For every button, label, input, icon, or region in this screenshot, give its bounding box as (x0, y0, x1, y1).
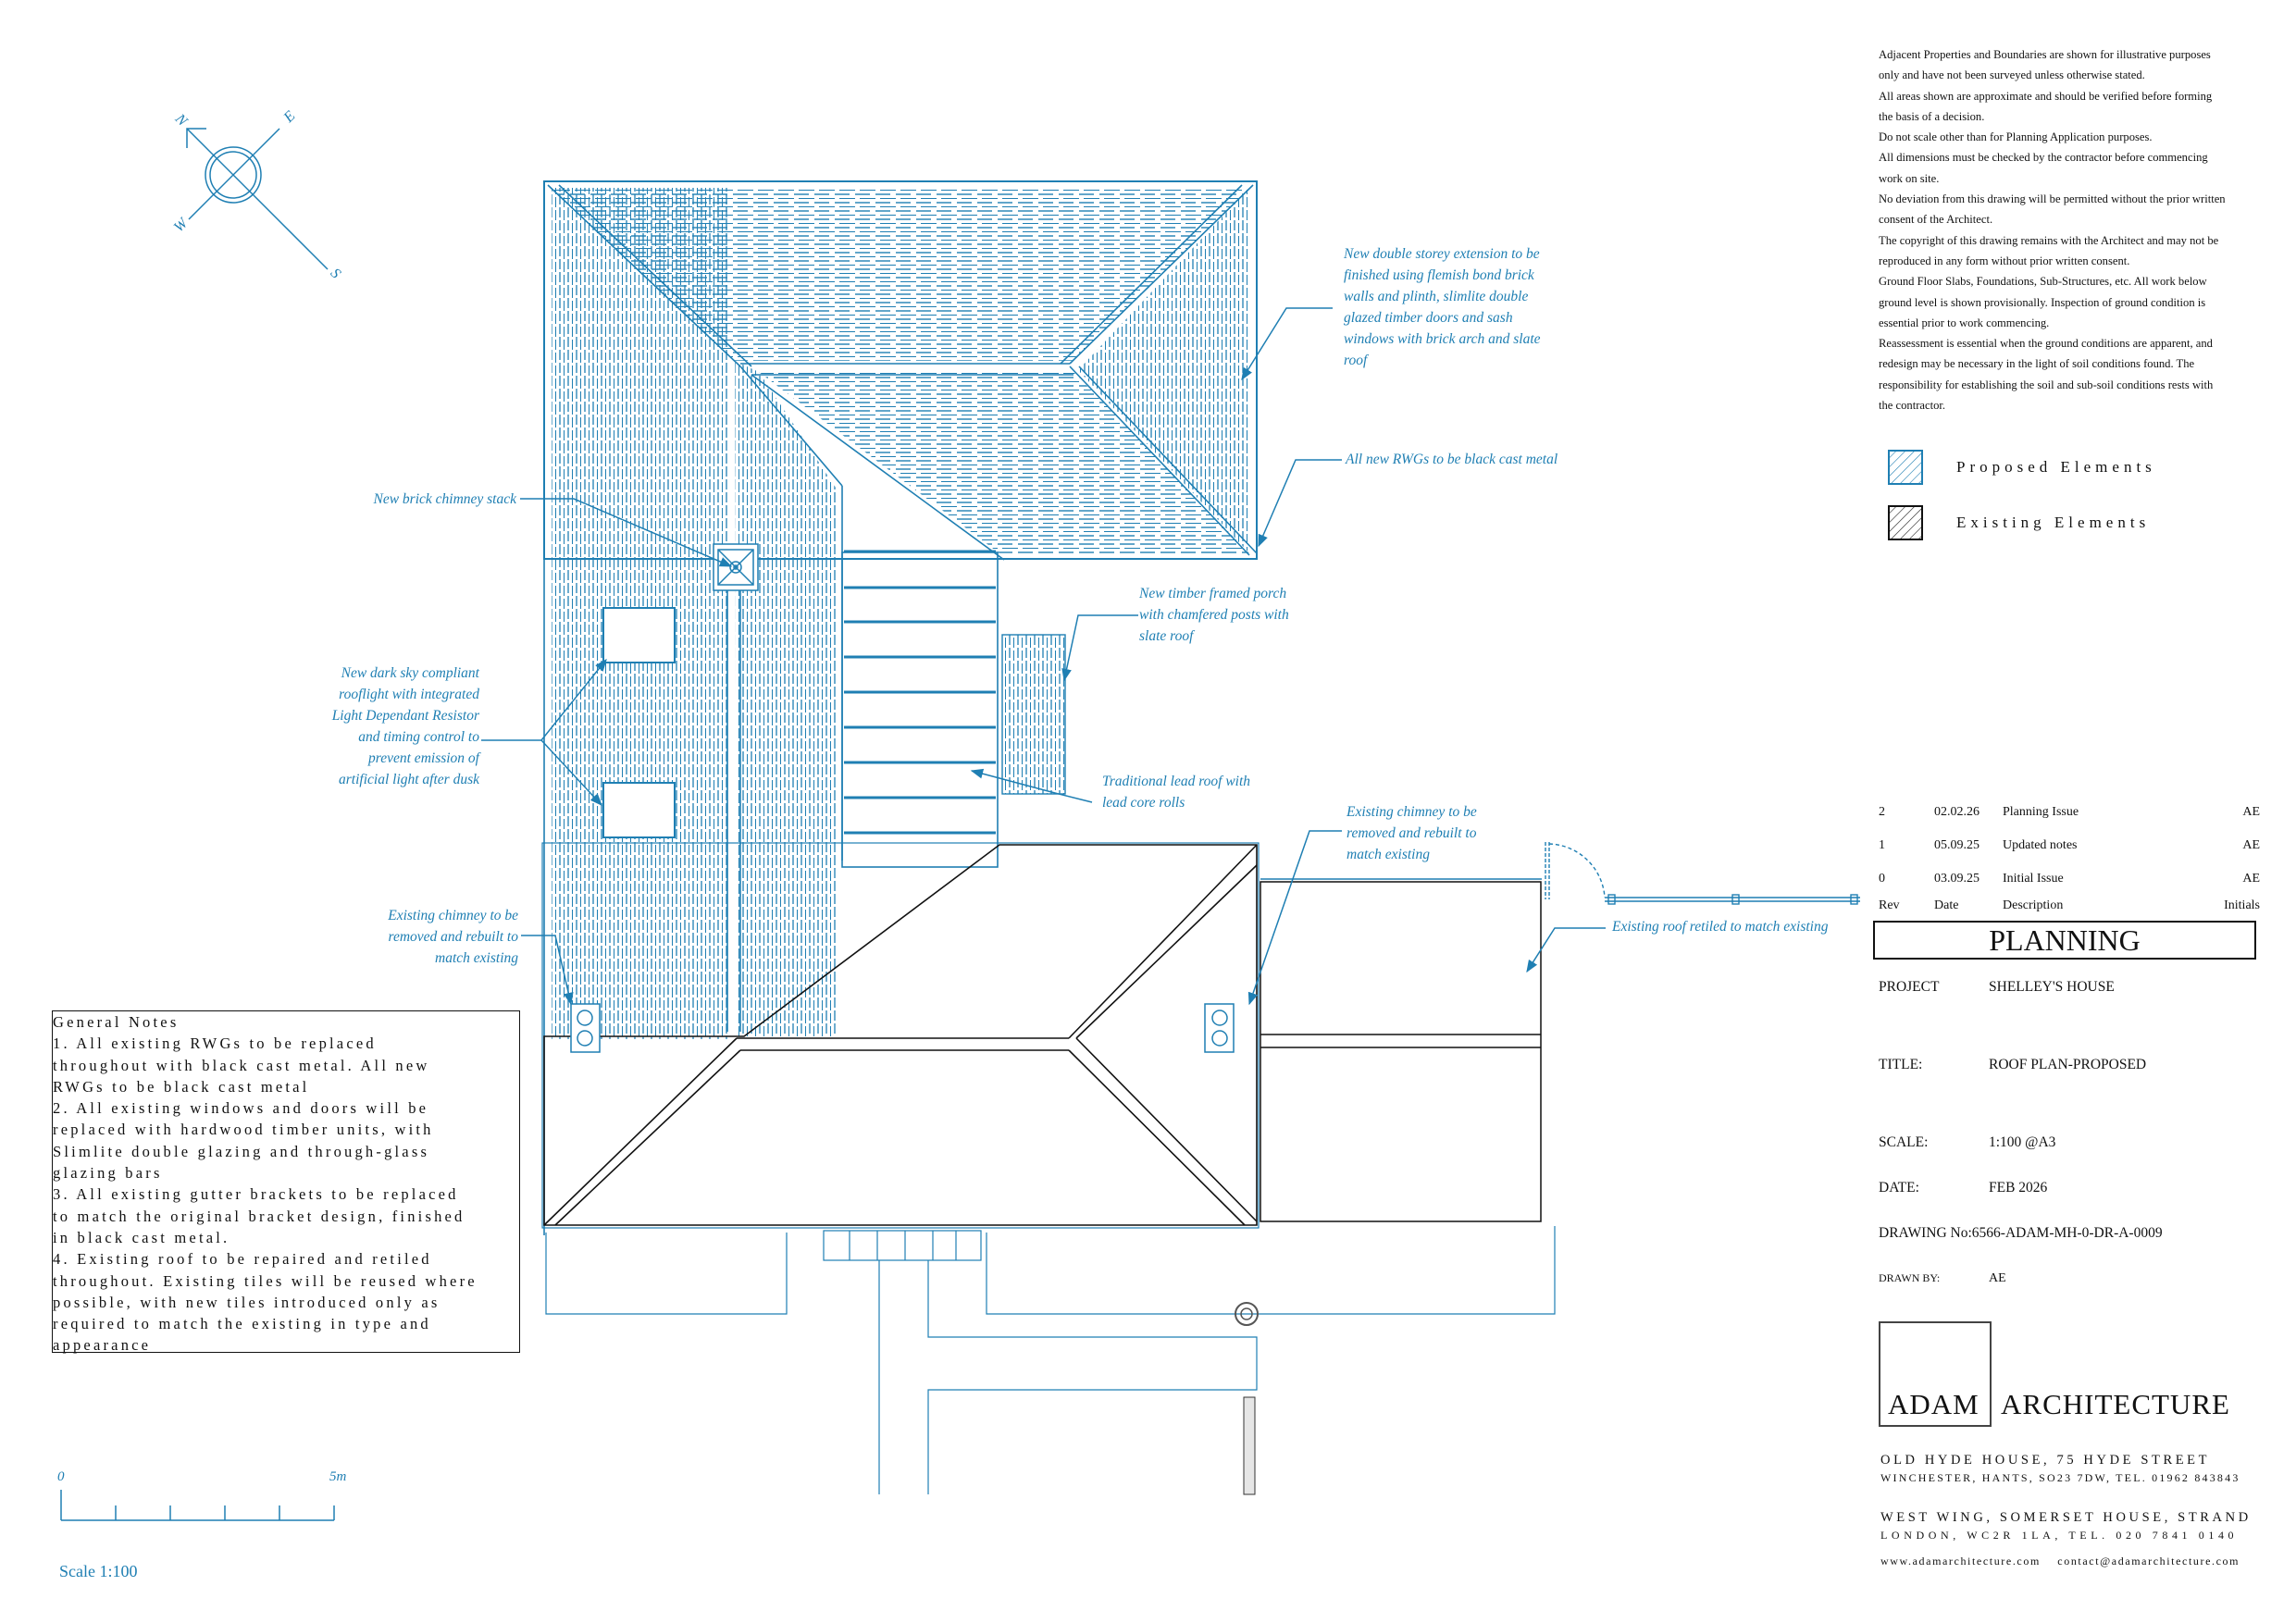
general-notes-title: General Notes (53, 1013, 180, 1031)
hatch-blue-icon (1888, 450, 1923, 485)
rev-date: 05.09.25 (1934, 838, 1980, 852)
legend-proposed: Proposed Elements (1888, 450, 2156, 485)
date-row: DATE: FEB 2026 (1879, 1180, 2047, 1196)
col-description: Description (2003, 898, 2064, 912)
site-paths (545, 1226, 1556, 1494)
manhole-icon (1235, 1302, 1259, 1326)
compass-n: N (171, 110, 191, 130)
rev-initials: AE (2242, 805, 2260, 819)
project-value: SHELLEY'S HOUSE (1989, 979, 2115, 995)
title-row: TITLE: ROOF PLAN-PROPOSED (1879, 1057, 2146, 1073)
col-rev: Rev (1879, 898, 1900, 912)
proposed-extension-roof (543, 180, 1258, 1235)
legend-label: Existing Elements (1956, 514, 2151, 531)
gate-and-fence (1545, 842, 1860, 905)
hatch-black-icon (1888, 505, 1923, 540)
date-label: DATE: (1879, 1180, 1919, 1196)
revision-header: Rev Date Description Initials (1879, 896, 2260, 916)
scale-bar-start: 0 (57, 1469, 65, 1484)
project-row: PROJECT SHELLEY'S HOUSE (1879, 979, 2115, 996)
new-chimney-stack (713, 543, 759, 591)
project-label: PROJECT (1879, 979, 1940, 995)
revision-row: 0 03.09.25 Initial Issue AE (1879, 862, 2260, 896)
compass-s: S (328, 266, 344, 282)
north-arrow-compass (186, 128, 329, 270)
scale-bar-end: 5m (329, 1469, 347, 1484)
legend-label: Proposed Elements (1956, 458, 2156, 476)
address-1-line-2: WINCHESTER, HANTS, SO23 7DW, TEL. 01962 … (1880, 1471, 2240, 1484)
drawing-number-row: DRAWING No: 6566-ADAM-MH-0-DR-A-0009 (1879, 1225, 2163, 1242)
rev-date: 03.09.25 (1934, 872, 1980, 886)
existing-chimneys (570, 1003, 1235, 1053)
legend-existing: Existing Elements (1888, 505, 2150, 540)
col-initials: Initials (2224, 898, 2260, 912)
website-link[interactable]: www.adamarchitecture.com (1880, 1555, 2041, 1567)
drawn-by-label: DRAWN BY: (1879, 1271, 1941, 1284)
revision-table: 2 02.02.26 Planning Issue AE 1 05.09.25 … (1879, 796, 2260, 916)
address-2-line-2: LONDON, WC2R 1LA, TEL. 020 7841 0140 (1880, 1529, 2239, 1542)
revision-row: 1 05.09.25 Updated notes AE (1879, 829, 2260, 862)
address-1-line-1: OLD HYDE HOUSE, 75 HYDE STREET (1880, 1453, 2211, 1468)
compass-w: W (171, 215, 192, 236)
annotation-new-chimney: New brick chimney stack (373, 491, 516, 507)
date-value: FEB 2026 (1989, 1180, 2048, 1196)
rev-number: 1 (1879, 838, 1885, 852)
porch-roof (1001, 634, 1066, 795)
general-notes-box: General Notes 1. All existing RWGs to be… (52, 1010, 520, 1354)
drawn-by-row: DRAWN BY: AE (1879, 1271, 2006, 1286)
status-banner: PLANNING (1873, 921, 2256, 960)
col-date: Date (1934, 898, 1959, 912)
scale-row: SCALE: 1:100 @A3 (1879, 1134, 2055, 1151)
existing-main-roof (543, 844, 1258, 1226)
drawing-number-label: DRAWING No: (1879, 1225, 1972, 1241)
existing-right-wing-roof (1260, 881, 1542, 1222)
title-value: ROOF PLAN-PROPOSED (1989, 1057, 2147, 1072)
scale-label: SCALE: (1879, 1134, 1929, 1150)
rev-description: Planning Issue (2003, 805, 2079, 819)
leader-lines (481, 307, 1606, 1006)
company-contact: www.adamarchitecture.com contact@adamarc… (1880, 1555, 2240, 1568)
company-logo-architecture: ARCHITECTURE (2001, 1388, 2230, 1420)
rev-initials: AE (2242, 838, 2260, 852)
boundary-wall (1243, 1396, 1256, 1495)
compass-e: E (280, 108, 299, 127)
rev-description: Updated notes (2003, 838, 2078, 852)
rooflights (602, 607, 676, 838)
title-label: TITLE: (1879, 1057, 1923, 1072)
rev-initials: AE (2242, 872, 2260, 886)
address-2-line-1: WEST WING, SOMERSET HOUSE, STRAND (1880, 1510, 2252, 1525)
company-logo-box (1879, 1321, 1992, 1427)
email-link[interactable]: contact@adamarchitecture.com (2057, 1555, 2240, 1567)
rev-number: 0 (1879, 872, 1885, 886)
roof-outline-blue (541, 842, 1260, 1229)
lead-roof (841, 550, 999, 868)
disclaimer-notes: Adjacent Properties and Boundaries are s… (1879, 48, 2226, 413)
annotation-retiled: Existing roof retiled to match existing (1612, 919, 1829, 935)
company-logo-adam: ADAM (1888, 1388, 1980, 1420)
revision-row: 2 02.02.26 Planning Issue AE (1879, 796, 2260, 829)
scale-bar (60, 1490, 335, 1521)
annotation-rwgs: All new RWGs to be black cast metal (1346, 452, 1558, 467)
drawn-by-value: AE (1989, 1271, 2006, 1285)
rev-date: 02.02.26 (1934, 805, 1980, 819)
scale-value: 1:100 @A3 (1989, 1134, 2056, 1150)
rev-description: Initial Issue (2003, 872, 2064, 886)
drawing-number-value: 6566-ADAM-MH-0-DR-A-0009 (1971, 1225, 2163, 1241)
scale-caption: Scale 1:100 (59, 1562, 138, 1580)
rev-number: 2 (1879, 805, 1885, 819)
